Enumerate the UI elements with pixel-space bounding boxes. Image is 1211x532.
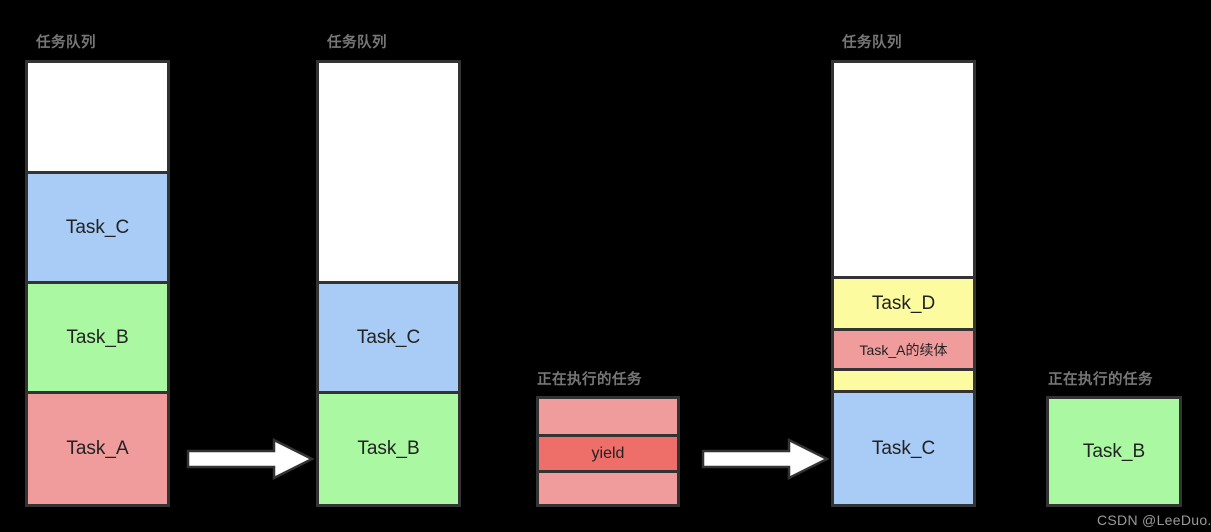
running-2-stack: Task_B	[1046, 396, 1182, 507]
queue-3-task-d-remainder	[834, 368, 973, 390]
running-1-task-a-lower	[539, 470, 677, 504]
queue-1-stack: Task_C Task_B Task_A	[25, 60, 170, 507]
running-1-task-a-upper	[539, 399, 677, 434]
running-2-task-b[interactable]: Task_B	[1049, 399, 1179, 504]
queue-3-empty-slot	[834, 63, 973, 276]
queue-1-task-a[interactable]: Task_A	[28, 391, 167, 504]
queue-2-task-b[interactable]: Task_B	[319, 391, 458, 504]
queue-2-task-c[interactable]: Task_C	[319, 281, 458, 391]
queue-2-stack: Task_C Task_B	[316, 60, 461, 507]
queue-2-empty-slot	[319, 63, 458, 281]
queue-3-label: 任务队列	[842, 35, 902, 51]
queue-2-label: 任务队列	[327, 35, 387, 51]
running-1-stack: yield	[536, 396, 680, 507]
queue-1-task-b[interactable]: Task_B	[28, 281, 167, 391]
running-2-label: 正在执行的任务	[1048, 372, 1153, 388]
queue-1-empty-slot	[28, 63, 167, 171]
queue-3-task-d[interactable]: Task_D	[834, 276, 973, 328]
transition-arrow-1	[186, 437, 314, 481]
queue-1-label: 任务队列	[36, 35, 96, 51]
running-1-label: 正在执行的任务	[537, 372, 642, 388]
queue-3-task-c[interactable]: Task_C	[834, 390, 973, 504]
transition-arrow-2	[701, 437, 829, 481]
queue-1-task-c[interactable]: Task_C	[28, 171, 167, 281]
queue-3-stack: Task_D Task_A的续体 Task_C	[831, 60, 976, 507]
queue-3-task-a-continuation[interactable]: Task_A的续体	[834, 328, 973, 368]
running-1-yield-marker[interactable]: yield	[539, 434, 677, 470]
watermark-text: CSDN @LeeDuo.	[1097, 512, 1211, 528]
